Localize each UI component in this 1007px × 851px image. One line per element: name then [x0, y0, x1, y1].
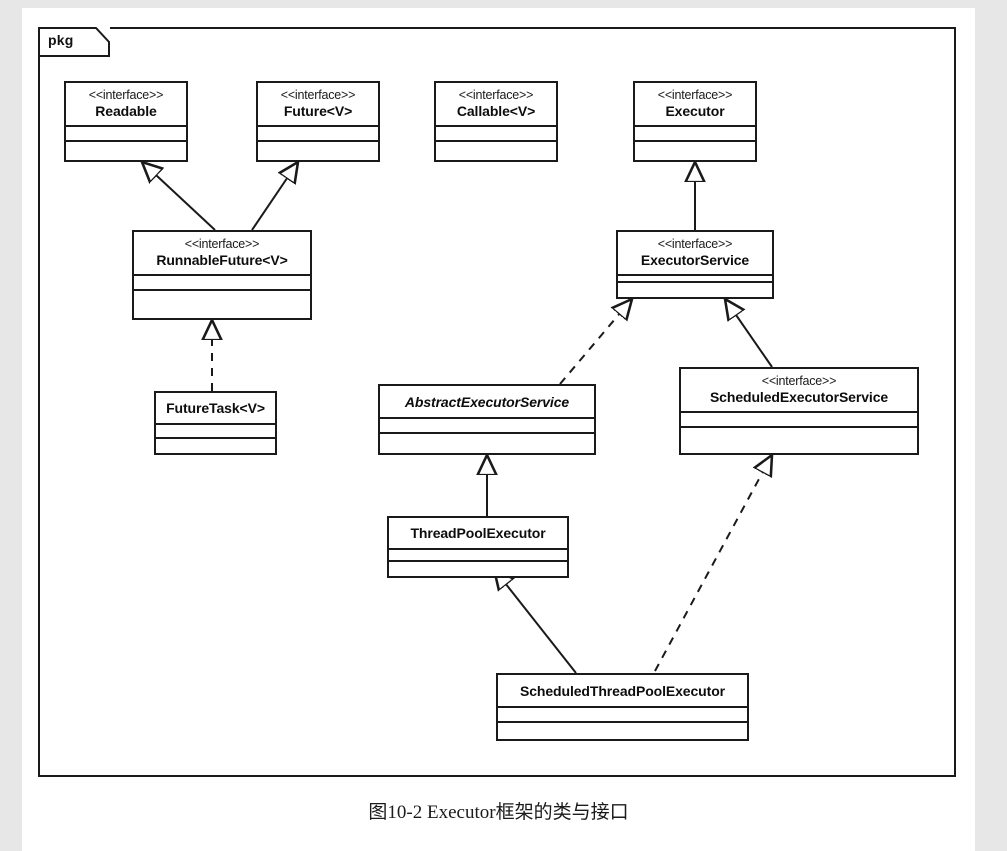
operations-compartment — [618, 283, 772, 297]
class-name-compartment: <<interface>> Executor — [635, 83, 755, 128]
operations-compartment — [258, 142, 378, 160]
operations-compartment — [635, 142, 755, 160]
class-name: ExecutorService — [640, 251, 750, 268]
operations-compartment — [436, 142, 556, 160]
attributes-compartment — [156, 425, 275, 439]
stereotype-label: <<interface>> — [184, 237, 260, 251]
attributes-compartment — [380, 419, 594, 434]
class-name-compartment: <<interface>> ExecutorService — [618, 232, 772, 277]
class-name: ScheduledExecutorService — [709, 388, 889, 405]
class-name: RunnableFuture<V> — [156, 251, 288, 268]
operations-compartment — [389, 562, 567, 576]
class-name: Future<V> — [283, 102, 353, 119]
class-name-compartment: ScheduledThreadPoolExecutor — [498, 675, 747, 708]
class-name-compartment: ThreadPoolExecutor — [389, 518, 567, 550]
class-name-compartment: <<interface>> ScheduledExecutorService — [681, 369, 917, 414]
class-name: ScheduledThreadPoolExecutor — [519, 683, 725, 699]
operations-compartment — [380, 434, 594, 453]
operations-compartment — [134, 291, 310, 318]
class-name-compartment: <<interface>> Future<V> — [258, 83, 378, 128]
diagram-page: pkg — [22, 8, 975, 851]
operations-compartment — [681, 428, 917, 453]
stereotype-label: <<interface>> — [657, 88, 733, 102]
class-box-executor[interactable]: <<interface>> Executor — [633, 81, 757, 162]
class-box-readable[interactable]: <<interface>> Readable — [64, 81, 188, 162]
class-name-compartment: FutureTask<V> — [156, 393, 275, 425]
class-box-thread-pool-executor[interactable]: ThreadPoolExecutor — [387, 516, 569, 578]
package-tab-shape — [38, 27, 110, 57]
attributes-compartment — [618, 276, 772, 283]
class-name: Callable<V> — [456, 102, 536, 119]
stereotype-label: <<interface>> — [657, 237, 733, 251]
attributes-compartment — [635, 127, 755, 143]
class-name-compartment: <<interface>> RunnableFuture<V> — [134, 232, 310, 277]
class-name-compartment: <<interface>> Readable — [66, 83, 186, 128]
stereotype-label: <<interface>> — [458, 88, 534, 102]
attributes-compartment — [389, 550, 567, 562]
class-name: AbstractExecutorService — [404, 394, 570, 410]
class-name-compartment: AbstractExecutorService — [380, 386, 594, 419]
attributes-compartment — [134, 276, 310, 292]
class-box-executor-service[interactable]: <<interface>> ExecutorService — [616, 230, 774, 299]
class-name: Executor — [665, 102, 725, 119]
stereotype-label: <<interface>> — [280, 88, 356, 102]
class-box-future-task[interactable]: FutureTask<V> — [154, 391, 277, 455]
package-frame-label: pkg — [48, 32, 74, 48]
attributes-compartment — [498, 708, 747, 723]
class-box-abstract-executor-service[interactable]: AbstractExecutorService — [378, 384, 596, 455]
class-name: FutureTask<V> — [166, 400, 265, 416]
class-name: Readable — [95, 102, 157, 119]
class-name: ThreadPoolExecutor — [410, 525, 546, 541]
class-box-runnable-future[interactable]: <<interface>> RunnableFuture<V> — [132, 230, 312, 320]
attributes-compartment — [681, 413, 917, 429]
operations-compartment — [498, 723, 747, 739]
class-name-compartment: <<interface>> Callable<V> — [436, 83, 556, 128]
class-box-scheduled-thread-pool-executor[interactable]: ScheduledThreadPoolExecutor — [496, 673, 749, 741]
figure-caption: 图10-2 Executor框架的类与接口 — [368, 802, 629, 823]
attributes-compartment — [66, 127, 186, 143]
operations-compartment — [156, 439, 275, 453]
class-box-scheduled-executor-service[interactable]: <<interface>> ScheduledExecutorService — [679, 367, 919, 455]
attributes-compartment — [258, 127, 378, 143]
stereotype-label: <<interface>> — [761, 374, 837, 388]
class-box-future[interactable]: <<interface>> Future<V> — [256, 81, 380, 162]
operations-compartment — [66, 142, 186, 160]
class-box-callable[interactable]: <<interface>> Callable<V> — [434, 81, 558, 162]
stereotype-label: <<interface>> — [88, 88, 164, 102]
package-frame-tab: pkg — [38, 27, 110, 57]
attributes-compartment — [436, 127, 556, 143]
